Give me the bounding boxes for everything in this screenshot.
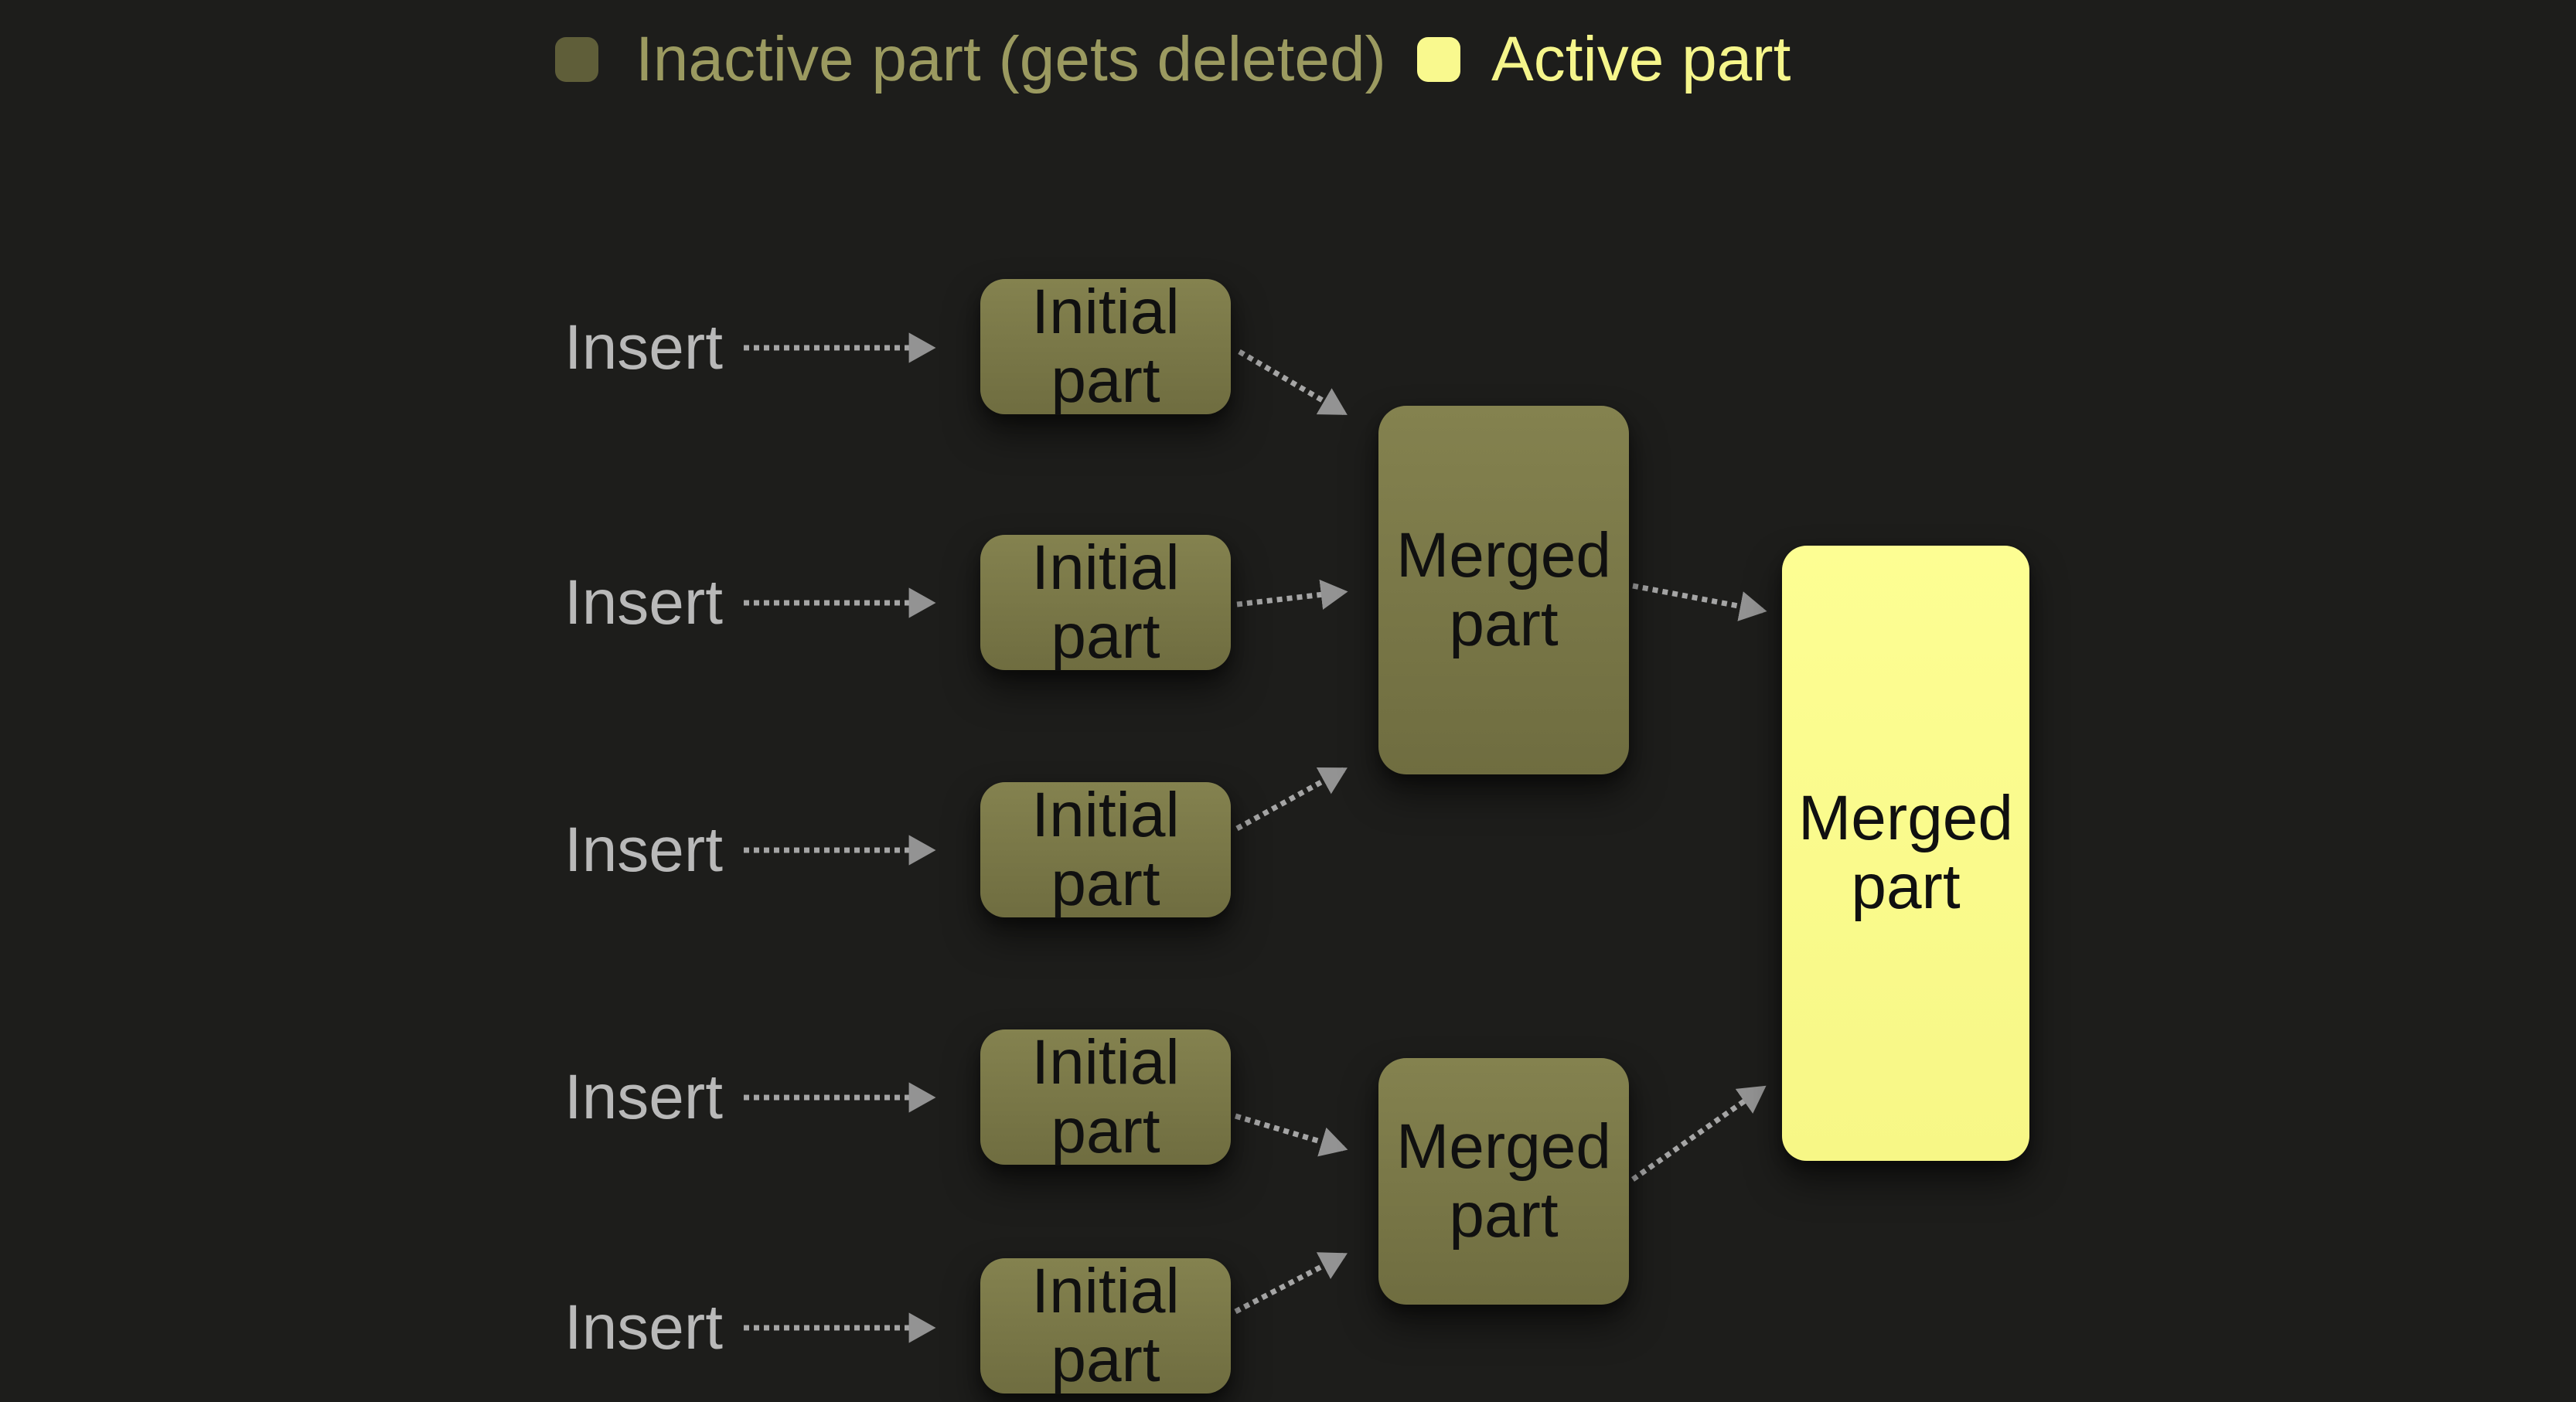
- insert-label-4: Insert: [564, 1062, 723, 1132]
- insert-label-2: Insert: [564, 567, 723, 638]
- arrow-merged1-to-active: [1632, 583, 1767, 621]
- initial-part-node-1: Initial part: [980, 277, 1231, 414]
- arrow-initial3-to-merged1: [1235, 767, 1348, 832]
- arrow-initial2-to-merged1: [1236, 579, 1348, 610]
- legend-item-inactive: Inactive part (gets deleted): [555, 28, 1386, 91]
- arrow-merged2-to-active: [1630, 1085, 1767, 1182]
- insert-label-5: Insert: [564, 1292, 723, 1363]
- initial-part-node-5: Initial part: [980, 1257, 1231, 1393]
- arrow-initial1-to-merged1: [1238, 349, 1348, 416]
- initial-part-node-4: Initial part: [980, 1028, 1231, 1165]
- merged-part-node-top: Merged part: [1378, 406, 1629, 774]
- inactive-swatch-icon: [555, 37, 598, 82]
- arrow-initial5-to-merged2: [1234, 1252, 1348, 1315]
- merged-part-node-bottom: Merged part: [1378, 1058, 1629, 1305]
- initial-part-node-2: Initial part: [980, 533, 1231, 670]
- merged-part-node-active: Merged part: [1782, 546, 2029, 1161]
- insert-label-3: Insert: [564, 815, 723, 885]
- legend-label-active: Active part: [1491, 24, 1791, 94]
- insert-label-1: Insert: [564, 312, 723, 383]
- legend-label-inactive: Inactive part (gets deleted): [635, 24, 1386, 94]
- arrow-initial4-to-merged2: [1234, 1113, 1348, 1157]
- legend-item-active: Active part: [1417, 28, 1791, 91]
- initial-part-node-3: Initial part: [980, 781, 1231, 917]
- active-swatch-icon: [1417, 37, 1460, 82]
